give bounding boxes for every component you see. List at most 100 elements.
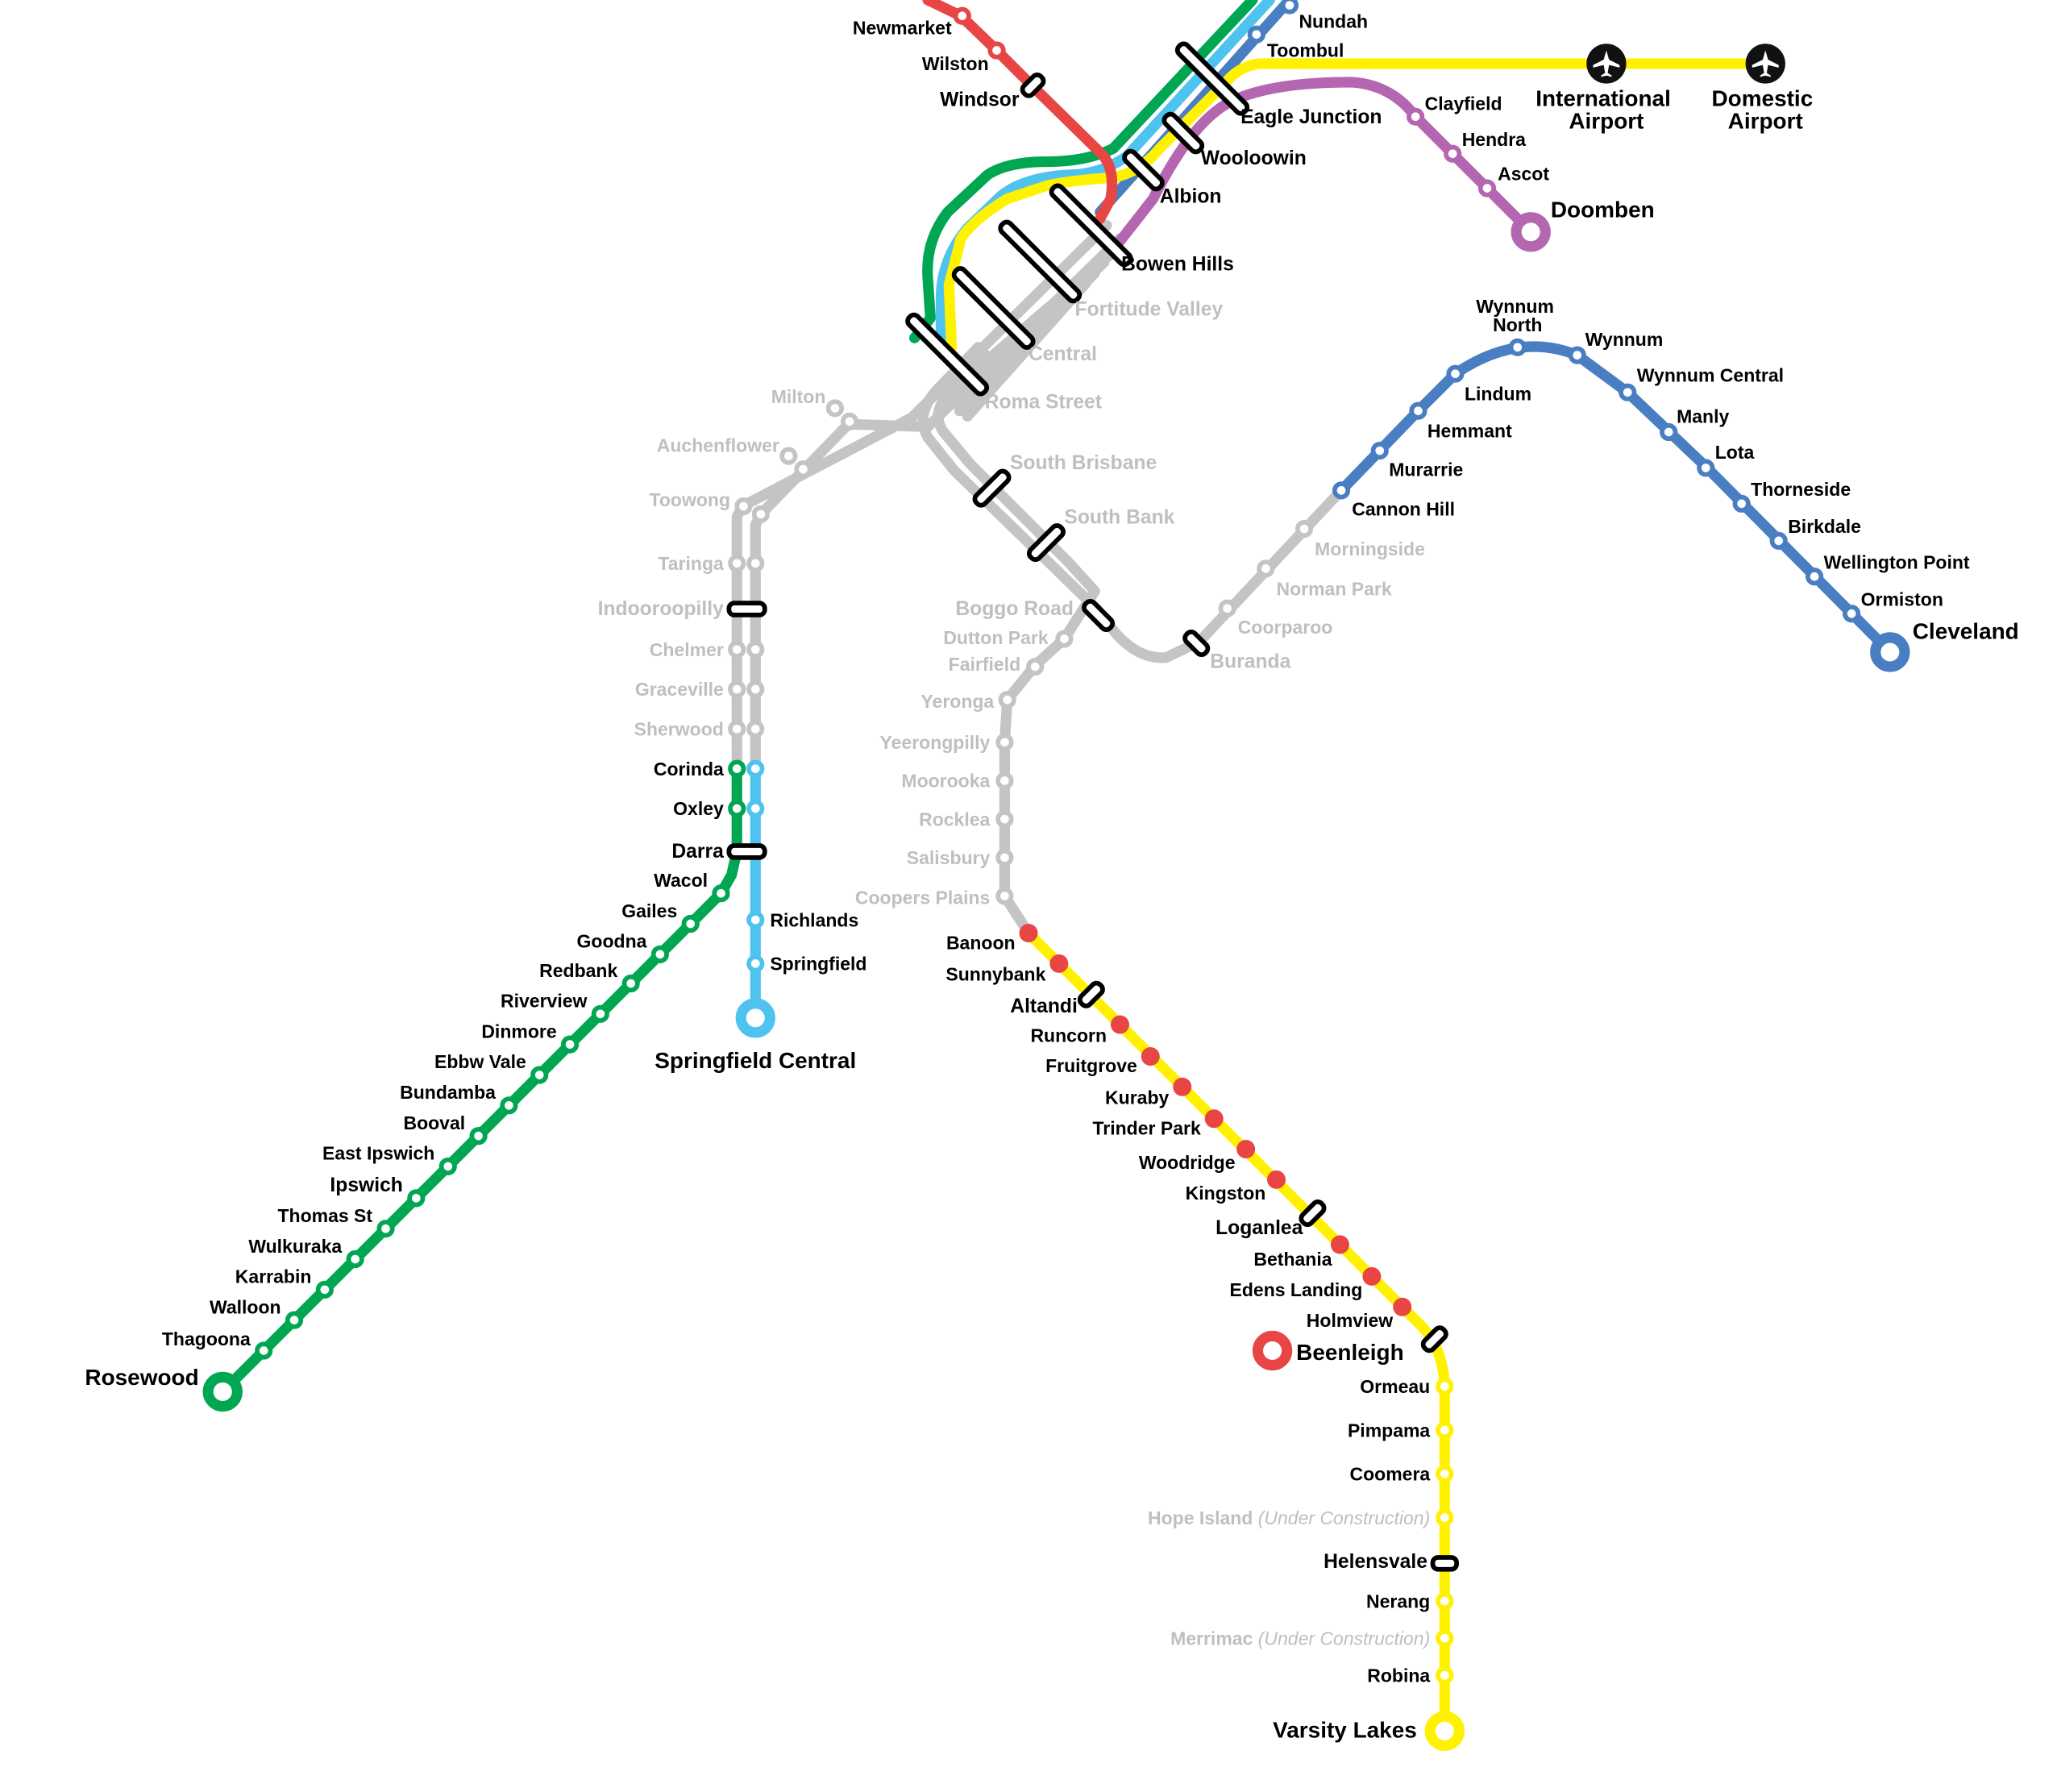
station-hendra[interactable] — [1444, 144, 1462, 163]
station-nundah[interactable] — [1280, 0, 1299, 15]
station-norman-park[interactable] — [1257, 559, 1275, 578]
station-manly[interactable] — [1660, 422, 1678, 442]
station-toowong-b[interactable] — [751, 505, 770, 524]
station-clayfield[interactable] — [1407, 107, 1425, 126]
station-sherwood-b[interactable] — [746, 720, 765, 738]
station-trinder-park[interactable] — [1204, 1109, 1224, 1129]
station-east-ipswich[interactable] — [438, 1157, 457, 1176]
interchange-loganlea[interactable] — [1299, 1200, 1327, 1228]
station-ormeau[interactable] — [1436, 1377, 1454, 1395]
station-riverview[interactable] — [591, 1004, 609, 1023]
interchange-eagle-junction[interactable] — [1174, 41, 1250, 116]
station-coomera[interactable] — [1436, 1465, 1454, 1483]
interchange-darra[interactable] — [726, 843, 767, 860]
station-goodna[interactable] — [650, 945, 669, 963]
station-ebbw-vale[interactable] — [530, 1066, 549, 1084]
station-wilston[interactable] — [987, 41, 1006, 60]
station-moorooka[interactable] — [995, 771, 1014, 790]
station-toombul[interactable] — [1247, 25, 1265, 44]
station-corinda-blue[interactable] — [746, 759, 765, 778]
station-thorneside[interactable] — [1732, 494, 1751, 513]
interchange-indooroopilly[interactable] — [726, 601, 767, 617]
station-redbank[interactable] — [621, 974, 640, 993]
terminus-varsity-lakes[interactable] — [1424, 1711, 1465, 1752]
station-taringa-a[interactable] — [728, 554, 746, 572]
station-wellington-point[interactable] — [1805, 568, 1824, 586]
station-wulkuraka[interactable] — [346, 1249, 364, 1269]
station-oxley-green[interactable] — [728, 799, 746, 818]
interchange-albion[interactable] — [1122, 148, 1165, 192]
terminus-doomben[interactable] — [1511, 212, 1551, 252]
station-yeronga[interactable] — [998, 691, 1016, 709]
station-kingston[interactable] — [1266, 1170, 1286, 1189]
station-nerang[interactable] — [1436, 1592, 1454, 1611]
station-fairfield[interactable] — [1026, 657, 1045, 676]
station-murarrie[interactable] — [1370, 441, 1389, 460]
station-graceville-b[interactable] — [746, 680, 765, 699]
interchange-central[interactable] — [951, 266, 1036, 350]
station-chelmer-a[interactable] — [728, 640, 746, 659]
station-richlands[interactable] — [746, 910, 765, 929]
interchange-wooloowin[interactable] — [1161, 111, 1205, 155]
station-kuraby[interactable] — [1173, 1077, 1192, 1096]
station-cannon-hill[interactable] — [1332, 481, 1351, 500]
station-springfield[interactable] — [746, 954, 765, 973]
terminus-beenleigh[interactable] — [1252, 1330, 1293, 1371]
station-wacol[interactable] — [712, 884, 730, 903]
station-graceville-a[interactable] — [728, 680, 746, 699]
station-holmview[interactable] — [1393, 1297, 1412, 1316]
station-woodridge[interactable] — [1236, 1140, 1256, 1159]
station-karrabin[interactable] — [315, 1280, 334, 1299]
station-ipswich[interactable] — [407, 1189, 426, 1208]
terminus-cleveland[interactable] — [1870, 632, 1910, 672]
station-hope-island[interactable] — [1436, 1508, 1454, 1527]
interchange-fortitude-valley[interactable] — [998, 219, 1083, 304]
station-coopers-plains[interactable] — [995, 887, 1014, 905]
station-morningside[interactable] — [1294, 519, 1314, 538]
terminus-rosewood[interactable] — [202, 1371, 243, 1412]
interchange-south-bank[interactable] — [1026, 523, 1066, 563]
terminus-springfield-central[interactable] — [735, 998, 775, 1038]
station-thomas-st[interactable] — [376, 1220, 395, 1238]
station-wynnum-north[interactable] — [1508, 338, 1527, 356]
station-wynnum[interactable] — [1568, 346, 1586, 364]
station-taringa-b[interactable] — [746, 554, 765, 572]
station-milton-b[interactable] — [840, 412, 859, 430]
station-dinmore[interactable] — [560, 1035, 580, 1054]
station-coorparoo[interactable] — [1218, 599, 1236, 617]
station-newmarket[interactable] — [953, 6, 971, 25]
interchange-boggo-road[interactable] — [1082, 599, 1116, 633]
station-lindum[interactable] — [1446, 364, 1465, 383]
station-pimpama[interactable] — [1436, 1421, 1454, 1440]
station-sherwood-a[interactable] — [728, 720, 746, 738]
station-thagoona[interactable] — [255, 1341, 273, 1360]
station-merrimac[interactable] — [1436, 1629, 1454, 1648]
interchange-beenleigh[interactable] — [1420, 1325, 1448, 1353]
station-bethania[interactable] — [1330, 1235, 1349, 1254]
interchange-buranda[interactable] — [1182, 630, 1211, 658]
station-lota[interactable] — [1697, 459, 1715, 477]
station-salisbury[interactable] — [995, 848, 1014, 867]
interchange-altandi[interactable] — [1077, 980, 1105, 1008]
interchange-bowen-hills[interactable] — [1049, 183, 1133, 268]
interchange-south-brisbane[interactable] — [972, 468, 1012, 508]
station-milton-a[interactable] — [825, 399, 845, 418]
station-sunnybank[interactable] — [1049, 954, 1069, 973]
station-auchenflower-b[interactable] — [794, 459, 812, 479]
international-airport-icon[interactable] — [1586, 44, 1627, 84]
station-auchenflower-a[interactable] — [779, 447, 798, 465]
station-gailes[interactable] — [681, 914, 700, 933]
station-bundamba[interactable] — [500, 1096, 518, 1115]
station-ormiston[interactable] — [1843, 605, 1861, 623]
interchange-helensvale[interactable] — [1430, 1555, 1459, 1572]
station-wynnum-central[interactable] — [1619, 383, 1637, 401]
station-hemmant[interactable] — [1409, 401, 1427, 420]
station-dutton-park[interactable] — [1055, 630, 1074, 648]
station-yeerongpilly[interactable] — [995, 733, 1014, 751]
station-edens-landing[interactable] — [1362, 1266, 1382, 1286]
domestic-airport-icon[interactable] — [1745, 44, 1785, 84]
station-runcorn[interactable] — [1110, 1015, 1129, 1034]
station-robina[interactable] — [1436, 1666, 1454, 1685]
station-birkdale[interactable] — [1769, 531, 1788, 550]
station-toowong-a[interactable] — [734, 497, 753, 516]
